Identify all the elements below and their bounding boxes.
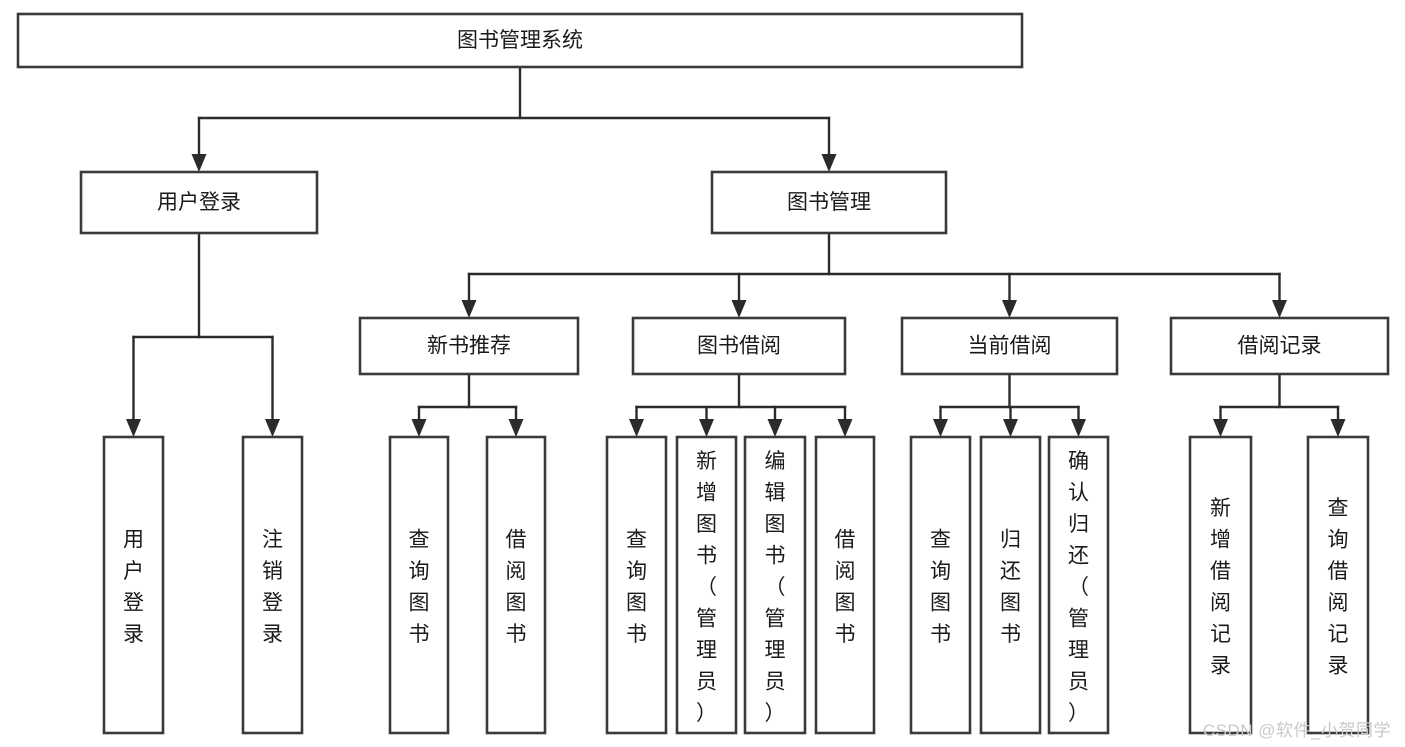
node-leaf-edit-book-admin[interactable]: 编辑图书（管理员） — [743, 435, 807, 735]
node-label: 借阅图书 — [506, 529, 527, 647]
node-rect — [79, 170, 319, 235]
node-label: 新增图书（管理员） — [696, 450, 717, 725]
node-book-manage[interactable]: 图书管理 — [710, 170, 948, 235]
node-label: 用户登录 — [157, 191, 241, 214]
node-leaf-borrow-book-rec[interactable]: 借阅图书 — [485, 435, 547, 735]
node-label: 查询图书 — [626, 529, 647, 647]
node-label: 注销登录 — [262, 529, 283, 647]
node-rect — [710, 170, 948, 235]
node-rect — [631, 316, 847, 376]
node-label: 借阅图书 — [835, 529, 856, 647]
node-rect — [743, 435, 807, 735]
node-rect — [1047, 435, 1110, 735]
node-label: 确认归还（管理员） — [1068, 450, 1089, 725]
node-rect — [1306, 435, 1370, 735]
node-rect — [1188, 435, 1253, 735]
node-label: 编辑图书（管理员） — [765, 450, 786, 725]
node-leaf-query-book-current[interactable]: 查询图书 — [909, 435, 972, 735]
node-rect — [605, 435, 668, 735]
node-label: 当前借阅 — [968, 335, 1052, 358]
node-label: 用户登录 — [123, 529, 144, 647]
node-leaf-confirm-return-admin[interactable]: 确认归还（管理员） — [1047, 435, 1110, 735]
node-rect — [1169, 316, 1390, 376]
node-leaf-query-book-borrow[interactable]: 查询图书 — [605, 435, 668, 735]
node-label: 图书管理 — [787, 191, 871, 214]
node-rect — [388, 435, 450, 735]
node-rect — [675, 435, 738, 735]
node-user-login[interactable]: 用户登录 — [79, 170, 319, 235]
node-label: 新书推荐 — [427, 335, 511, 358]
node-leaf-query-borrow-record[interactable]: 查询借阅记录 — [1306, 435, 1370, 735]
box-layer: 图书管理系统用户登录图书管理新书推荐图书借阅当前借阅借阅记录用户登录注销登录查询… — [16, 12, 1390, 735]
node-label: 借阅记录 — [1238, 335, 1322, 358]
node-rect — [358, 316, 580, 376]
node-rect — [16, 12, 1024, 69]
node-label: 图书管理系统 — [457, 29, 583, 52]
node-rect — [241, 435, 304, 735]
node-rect — [900, 316, 1119, 376]
node-rect — [485, 435, 547, 735]
node-borrow-record[interactable]: 借阅记录 — [1169, 316, 1390, 376]
node-leaf-add-borrow-record[interactable]: 新增借阅记录 — [1188, 435, 1253, 735]
node-current-borrow[interactable]: 当前借阅 — [900, 316, 1119, 376]
node-leaf-user-login[interactable]: 用户登录 — [102, 435, 165, 735]
node-leaf-borrow-book[interactable]: 借阅图书 — [814, 435, 876, 735]
node-leaf-logout-login[interactable]: 注销登录 — [241, 435, 304, 735]
node-label: 图书借阅 — [697, 335, 781, 358]
node-leaf-return-book[interactable]: 归还图书 — [979, 435, 1042, 735]
node-label: 查询借阅记录 — [1328, 497, 1349, 678]
node-rect — [909, 435, 972, 735]
node-label: 新增借阅记录 — [1210, 497, 1231, 678]
node-book-borrow[interactable]: 图书借阅 — [631, 316, 847, 376]
node-root[interactable]: 图书管理系统 — [16, 12, 1024, 69]
node-label: 归还图书 — [1000, 529, 1021, 647]
node-label: 查询图书 — [930, 529, 951, 647]
node-rect — [979, 435, 1042, 735]
csdn-watermark: CSDN @软件_小贺同学 — [1202, 721, 1391, 740]
node-rect — [102, 435, 165, 735]
node-label: 查询图书 — [409, 529, 430, 647]
node-new-book-recommend[interactable]: 新书推荐 — [358, 316, 580, 376]
connector-layer — [126, 65, 1346, 437]
node-leaf-add-book-admin[interactable]: 新增图书（管理员） — [675, 435, 738, 735]
node-rect — [814, 435, 876, 735]
node-leaf-query-book-rec[interactable]: 查询图书 — [388, 435, 450, 735]
